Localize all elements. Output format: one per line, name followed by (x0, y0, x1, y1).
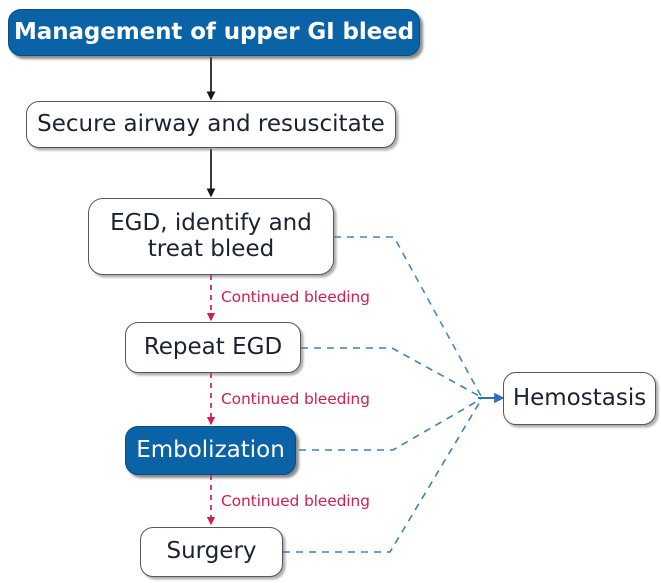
node-embolization-label: Embolization (136, 436, 285, 463)
node-surgery-label: Surgery (166, 538, 257, 565)
node-header-label: Management of upper GI bleed (13, 18, 415, 45)
node-secure-airway[interactable]: Secure airway and resuscitate (26, 101, 396, 148)
node-surgery[interactable]: Surgery (140, 527, 283, 577)
node-repeat-egd-label: Repeat EGD (143, 333, 283, 360)
dashed-surgery-to-hemostasis (283, 399, 482, 553)
edge-label-continued-bleeding-3: Continued bleeding (221, 492, 370, 510)
node-egd-label-line1: EGD, identify and (110, 209, 312, 236)
node-hemostasis[interactable]: Hemostasis (503, 372, 656, 425)
node-egd-label-line2: treat bleed (147, 235, 275, 262)
node-secure-airway-label: Secure airway and resuscitate (37, 110, 385, 137)
dashed-egd-to-hemostasis (334, 236, 482, 397)
edge-label-continued-bleeding-1: Continued bleeding (221, 288, 370, 306)
node-hemostasis-label: Hemostasis (512, 384, 647, 411)
node-repeat-egd[interactable]: Repeat EGD (125, 322, 301, 373)
node-header-management-of-upper-gi-bleed[interactable]: Management of upper GI bleed (8, 9, 420, 56)
node-egd-identify-and-treat-bleed[interactable]: EGD, identify and treat bleed (88, 198, 334, 275)
node-egd-label: EGD, identify and treat bleed (110, 209, 312, 263)
node-embolization[interactable]: Embolization (125, 426, 296, 475)
edge-label-continued-bleeding-2: Continued bleeding (221, 390, 370, 408)
